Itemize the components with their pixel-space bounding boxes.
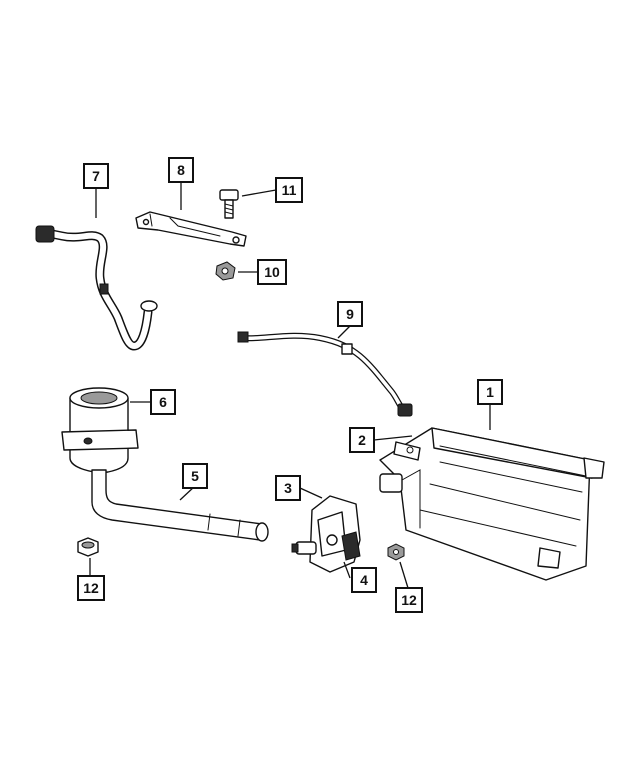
valve-part-3-4 [291,495,361,573]
callout-12-left: 12 [77,575,105,601]
nut-part-12-right [387,543,405,561]
callout-1-label: 1 [486,384,494,400]
callout-7-label: 7 [92,168,100,184]
callout-12b-label: 12 [401,592,417,608]
bracket-part-8 [135,211,247,247]
callout-10: 10 [257,259,287,285]
canister-part-1 [379,427,605,581]
callout-9-label: 9 [346,306,354,322]
bolt-part-11 [219,189,239,219]
tube-part-9 [237,331,413,417]
callout-2: 2 [349,427,375,453]
callout-10-label: 10 [264,264,280,280]
leader-lines [89,182,491,589]
callout-5: 5 [182,463,208,489]
filter-part-6 [61,387,139,474]
callout-12-right: 12 [395,587,423,613]
callout-6: 6 [150,389,176,415]
callout-12a-label: 12 [83,580,99,596]
callout-11-label: 11 [282,182,297,198]
callout-11: 11 [275,177,303,203]
callout-3: 3 [275,475,301,501]
callout-9: 9 [337,301,363,327]
hose-part-7 [35,225,158,351]
callout-1: 1 [477,379,503,405]
callout-8: 8 [168,157,194,183]
callout-7: 7 [83,163,109,189]
callout-3-label: 3 [284,480,292,496]
callout-2-label: 2 [358,432,366,448]
hose-part-5 [91,469,269,542]
callout-8-label: 8 [177,162,185,178]
callout-5-label: 5 [191,468,199,484]
callout-6-label: 6 [159,394,167,410]
nut-part-12-left [77,537,99,557]
nut-part-10 [215,261,236,281]
callout-4-label: 4 [360,572,368,588]
callout-4: 4 [351,567,377,593]
